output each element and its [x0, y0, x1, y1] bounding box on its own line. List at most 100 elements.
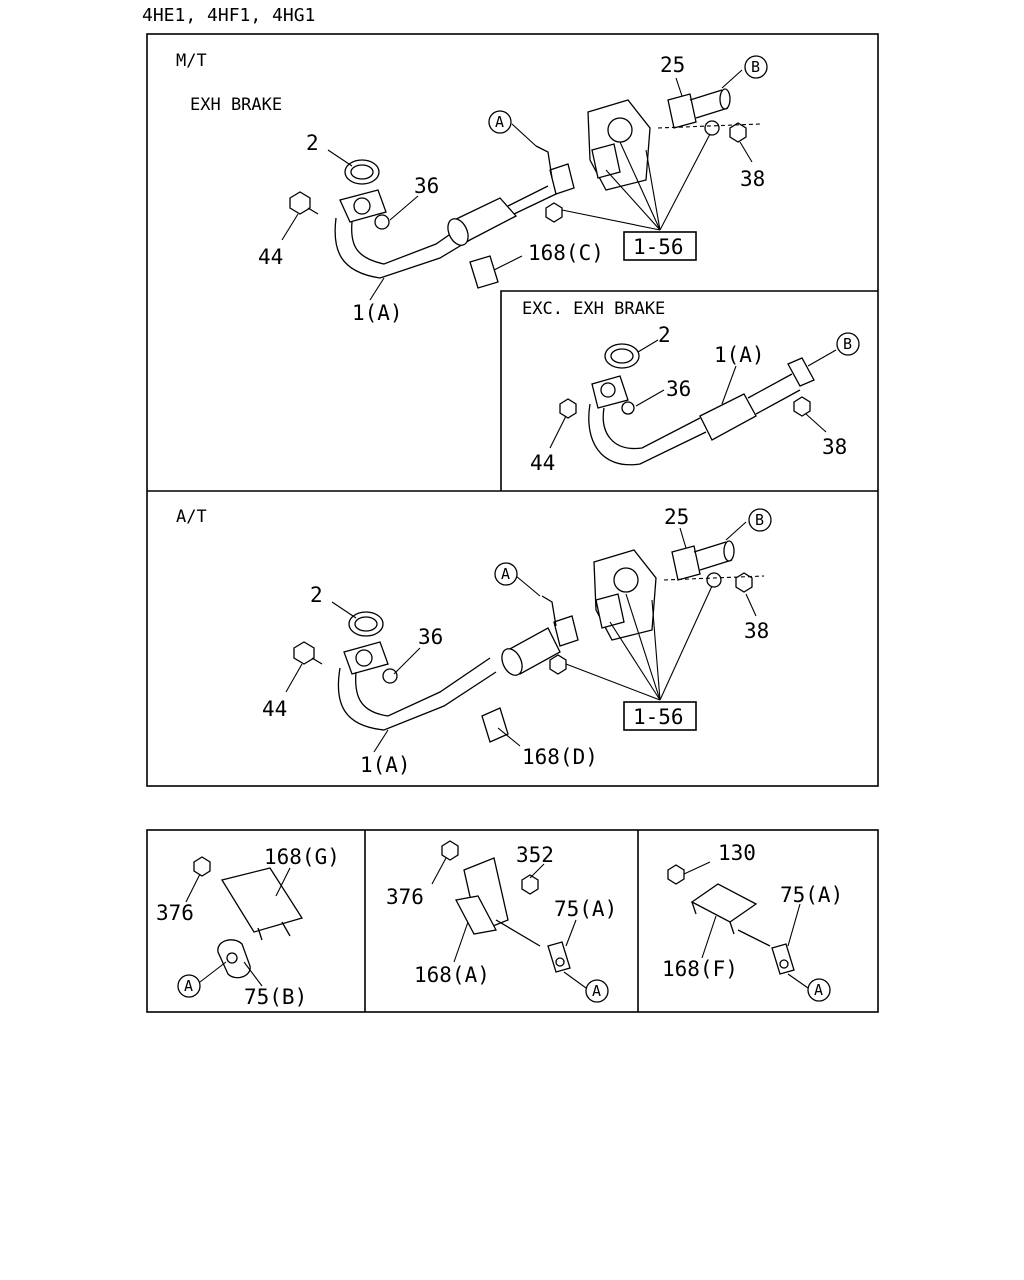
leader-156-e	[659, 585, 713, 701]
muffler-part	[699, 393, 757, 441]
flange-hole	[600, 382, 616, 398]
callout-2: 2	[310, 583, 323, 607]
callout-38: 38	[822, 435, 847, 459]
exc-panel: EXC. EXH BRAKE 2 1(A) 36 44 38 B	[522, 299, 860, 475]
converter-inlet	[501, 648, 523, 676]
leader-168f	[701, 915, 717, 959]
stud-part	[704, 120, 720, 136]
circle-a-marker	[585, 979, 609, 1003]
bottom-mid-panel: 352 376 75(A) 168(A) A	[386, 840, 617, 1003]
leader-376	[185, 873, 201, 903]
mt-panel: M/T EXH BRAKE	[176, 51, 768, 325]
at-label: A/T	[176, 507, 207, 527]
nut-38-part	[793, 396, 811, 417]
circle-a-text: A	[814, 981, 823, 999]
bracket-part	[220, 867, 304, 933]
callout-75b: 75(B)	[244, 985, 307, 1009]
rear-pipe	[507, 185, 557, 215]
leader-156-e	[659, 133, 711, 231]
bottom-right-panel: 130 75(A) 168(F) A	[662, 841, 843, 1002]
ref-box	[623, 231, 697, 261]
callout-1a: 1(A)	[352, 301, 403, 325]
leader-2	[331, 601, 357, 619]
circle-a-marker	[807, 978, 831, 1002]
circle-b-text: B	[843, 335, 852, 353]
leader-a	[511, 123, 537, 147]
leader-156-d	[645, 149, 661, 231]
front-pipe-upper	[602, 407, 701, 450]
leader-b	[725, 521, 747, 541]
bolt-shank	[307, 207, 319, 215]
callout-38: 38	[744, 619, 769, 643]
hanger-part	[547, 941, 571, 973]
callout-130: 130	[718, 841, 756, 865]
bolt-part	[441, 840, 459, 861]
leader-352	[529, 863, 545, 879]
callout-75a: 75(A)	[780, 883, 843, 907]
lower-frame	[146, 829, 879, 1013]
leader-156-c	[619, 141, 661, 231]
brake-gasket	[591, 143, 621, 179]
bracket-part	[481, 707, 509, 743]
bracket-part	[690, 883, 758, 923]
leader-156-b	[605, 169, 661, 231]
callout-38: 38	[740, 167, 765, 191]
circle-a-marker	[488, 110, 512, 134]
callout-36: 36	[418, 625, 443, 649]
callout-36: 36	[666, 377, 691, 401]
leader-a	[563, 971, 587, 989]
callout-36: 36	[414, 174, 439, 198]
nut-part	[621, 401, 635, 415]
bracket-part	[469, 255, 499, 289]
hanger-hole	[779, 959, 789, 969]
leader-156-d	[651, 599, 661, 701]
bolt-shank	[311, 657, 323, 665]
leader-25	[675, 77, 683, 97]
stud-part	[706, 572, 722, 588]
circle-b-marker	[748, 508, 772, 532]
tail-flange	[787, 357, 815, 387]
leader-b	[807, 349, 837, 367]
leader-38	[745, 593, 757, 617]
at-panel: A/T	[176, 505, 772, 777]
ref-box-label: 1-56	[633, 235, 684, 259]
hanger-hole	[555, 957, 565, 967]
callout-168a: 168(A)	[414, 963, 490, 987]
front-pipe-lower	[588, 403, 707, 466]
leader-a	[787, 973, 809, 989]
outlet-end	[719, 88, 731, 110]
leader-44	[549, 415, 567, 449]
leader-156-b	[609, 621, 661, 701]
circle-a-text: A	[184, 977, 193, 995]
gasket-hole	[610, 348, 634, 364]
bolt-part	[289, 191, 311, 215]
sensor-rod	[541, 595, 557, 627]
bolt-part	[293, 641, 315, 665]
leader-44	[281, 213, 299, 241]
callout-1a: 1(A)	[360, 753, 411, 777]
callout-376: 376	[156, 901, 194, 925]
outlet-pipe	[689, 89, 729, 119]
exh-brake-port	[613, 567, 639, 593]
sensor-rod	[535, 145, 553, 179]
pipe-flange	[549, 163, 575, 195]
circle-a-text: A	[495, 113, 504, 131]
callout-2: 2	[658, 323, 671, 347]
front-pipe-upper	[354, 657, 491, 717]
callout-376: 376	[386, 885, 424, 909]
bolt-part	[667, 864, 685, 885]
callout-25: 25	[664, 505, 689, 529]
flange-hole	[355, 649, 373, 667]
axis-line	[663, 575, 765, 581]
leader-36	[393, 647, 421, 675]
brake-gasket	[595, 593, 625, 629]
nut-38-part	[735, 572, 753, 593]
outlet-flange	[671, 545, 701, 581]
leader-2	[637, 339, 659, 353]
callout-1a: 1(A)	[714, 343, 765, 367]
circle-a-text: A	[501, 565, 510, 583]
callout-44: 44	[258, 245, 283, 269]
callout-2: 2	[306, 131, 319, 155]
leader-75b	[243, 961, 263, 987]
